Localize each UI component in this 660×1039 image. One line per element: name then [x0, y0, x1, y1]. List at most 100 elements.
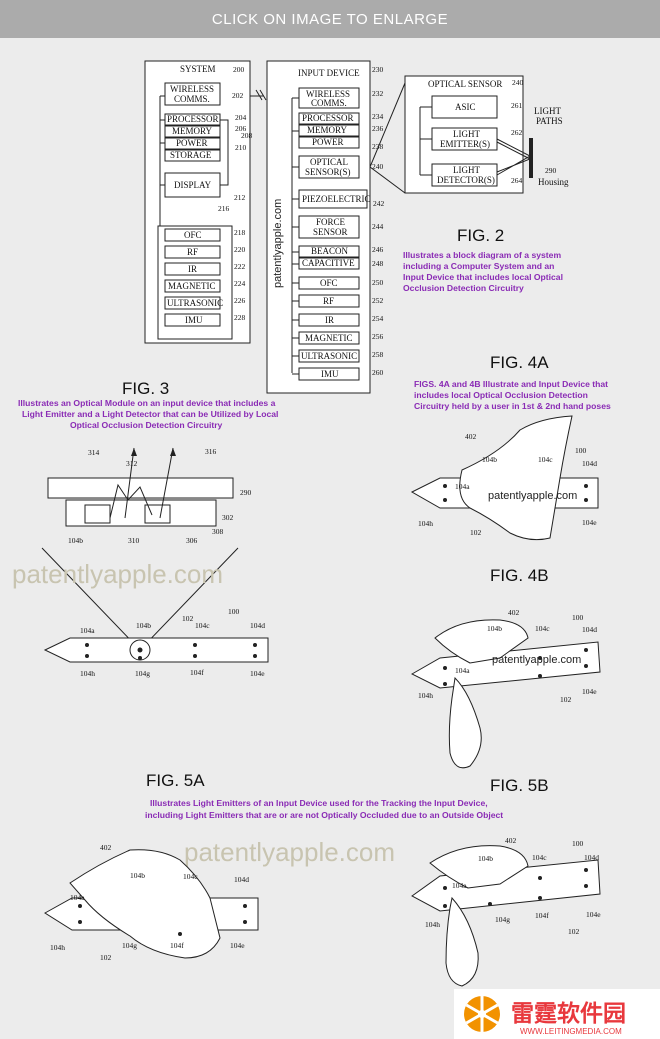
sys-wireless-label: WIRELESS [170, 84, 214, 94]
diagram-label: 232 [372, 89, 384, 98]
diagram-label: 104e [250, 669, 265, 678]
fig4a-device-in-hand: patentlyapple.com 402 100 104b 104c 104d… [410, 415, 599, 541]
sys-memory-label: MEMORY [172, 126, 213, 136]
diagram-label: BEACON [311, 246, 349, 256]
diagram-label: 104d [582, 625, 597, 634]
fig5a-device-in-hand: 402 104b 104c 104d 104a 104h 104g 104f 1… [44, 843, 259, 962]
diagram-shape [538, 674, 542, 678]
input-device-title: INPUT DEVICE [298, 68, 360, 78]
diagram-shape [178, 932, 182, 936]
diagram-label: 102 [182, 614, 194, 623]
diagram-label: EMITTER(S) [440, 139, 490, 149]
diagram-label: 104a [80, 626, 95, 635]
diagram-label: 402 [505, 836, 517, 845]
diagram-label: 240 [512, 78, 524, 87]
diagram-label: 224 [234, 279, 246, 288]
diagram-shape [137, 647, 143, 653]
diagram-label: 104b [68, 536, 83, 545]
diagram-shape [164, 262, 221, 276]
fig3-title: FIG. 3 [122, 379, 169, 398]
diagram-shape [584, 498, 588, 502]
diagram-label: 104a [70, 893, 85, 902]
diagram-shape [443, 484, 447, 488]
fig3-optical-module: 314 312 316 290 302 308 104b 310 306 [41, 447, 252, 651]
diagram-label: LIGHT [534, 106, 561, 116]
diagram-shape [243, 920, 247, 924]
diagram-label: DETECTOR(S) [437, 175, 495, 185]
diagram-label: WIRELESS [306, 89, 350, 99]
diagram-label: 104e [582, 518, 597, 527]
fig5b-device-in-hand: 402 100 104b 104c 104d 104a 104h 104g 10… [411, 836, 601, 987]
sys-ir-label: IR [188, 264, 197, 274]
diagram-label: 402 [100, 843, 112, 852]
diagram-label: ASIC [455, 102, 476, 112]
leiting-logo: 雷霆软件园 WWW.LEITINGMEDIA.COM [454, 989, 660, 1039]
diagram-shape [584, 868, 588, 872]
logo-url: WWW.LEITINGMEDIA.COM [520, 1027, 622, 1036]
emitter-cell [84, 504, 111, 524]
diagram-label: FIGS. 4A and 4B Illustrate and Input Dev… [414, 379, 608, 389]
diagram-shape [445, 896, 479, 987]
diagram-label: LIGHT [453, 165, 480, 175]
system-title: SYSTEM [180, 64, 216, 74]
fig2-system-block: SYSTEM 200 WIRELESS COMMS. 202 PROCESSOR… [144, 60, 253, 344]
diagram-shape [443, 904, 447, 908]
sys-imu-label: IMU [185, 315, 203, 325]
diagram-label: 290 [545, 166, 557, 175]
sys-bus-right [220, 119, 229, 186]
diagram-label: COMMS. [311, 98, 347, 108]
sys-wireless-label2: COMMS. [174, 94, 210, 104]
diagram-label: FORCE [316, 217, 346, 227]
sys-processor-ref: 204 [235, 113, 247, 122]
diagram-shape [138, 656, 142, 660]
diagram-label: 104e [582, 687, 597, 696]
diagram-label: 102 [560, 695, 572, 704]
diagram-shape [538, 656, 542, 660]
diagram-shape [85, 643, 89, 647]
fig2-title: FIG. 2 [457, 226, 504, 245]
diagram-shape [429, 845, 529, 889]
diagram-label: 312 [126, 459, 138, 468]
diagram-shape [292, 97, 299, 375]
diagram-label: 234 [372, 112, 384, 121]
diagram-label: Occlusion Detection Circuitry [403, 283, 524, 293]
diagram-label: 261 [511, 101, 523, 110]
fig4b-device-in-hand: patentlyapple.com 402 100 104b 104c 104d… [410, 608, 601, 769]
diagram-label: 104f [535, 911, 549, 920]
sys-storage-label: STORAGE [170, 150, 212, 160]
diagram-shape [253, 643, 257, 647]
light-reflect-path [109, 483, 153, 519]
diagram-shape [584, 484, 588, 488]
diagram-label: including Light Emitters that are or are… [145, 810, 503, 820]
diagram-label: 254 [372, 314, 384, 323]
diagram-label: 104f [170, 941, 184, 950]
diagram-label: 258 [372, 350, 384, 359]
sys-wireless-ref: 202 [232, 91, 244, 100]
detector-cell [144, 504, 171, 524]
diagram-shape [43, 637, 269, 663]
diagram-label: Illustrates Light Emitters of an Input D… [150, 798, 488, 808]
patent-diagram-sheet[interactable]: SYSTEM 200 WIRELESS COMMS. 202 PROCESSOR… [0, 38, 660, 1039]
diagram-label: 104a [455, 666, 470, 675]
diagram-label: 244 [372, 222, 384, 231]
diagram-label: MEMORY [307, 125, 348, 135]
sys-bus [159, 95, 165, 249]
diagram-shape [78, 920, 82, 924]
sys-power-label: POWER [176, 138, 208, 148]
diagram-label: Light Emitter and a Light Detector that … [22, 409, 278, 419]
diagram-label: 260 [372, 368, 384, 377]
diagram-label: 104c [538, 455, 553, 464]
diagram-label: 104h [50, 943, 65, 952]
diagram-label: 104e [586, 910, 601, 919]
diagram-shape [459, 415, 573, 541]
fig4a-caption: FIGS. 4A and 4B Illustrate and Input Dev… [414, 379, 611, 411]
diagram-label: 104c [183, 872, 198, 881]
diagram-label: 100 [572, 613, 584, 622]
sys-power-ref: 208 [241, 131, 253, 140]
diagram-label: PROCESSOR [302, 113, 354, 123]
fig4b-watermark: patentlyapple.com [492, 654, 581, 666]
fig5b-title: FIG. 5B [490, 776, 549, 795]
light-rays [124, 447, 174, 519]
enlarge-image-banner[interactable]: CLICK ON IMAGE TO ENLARGE [0, 0, 660, 38]
diagram-label: 104b [478, 854, 493, 863]
